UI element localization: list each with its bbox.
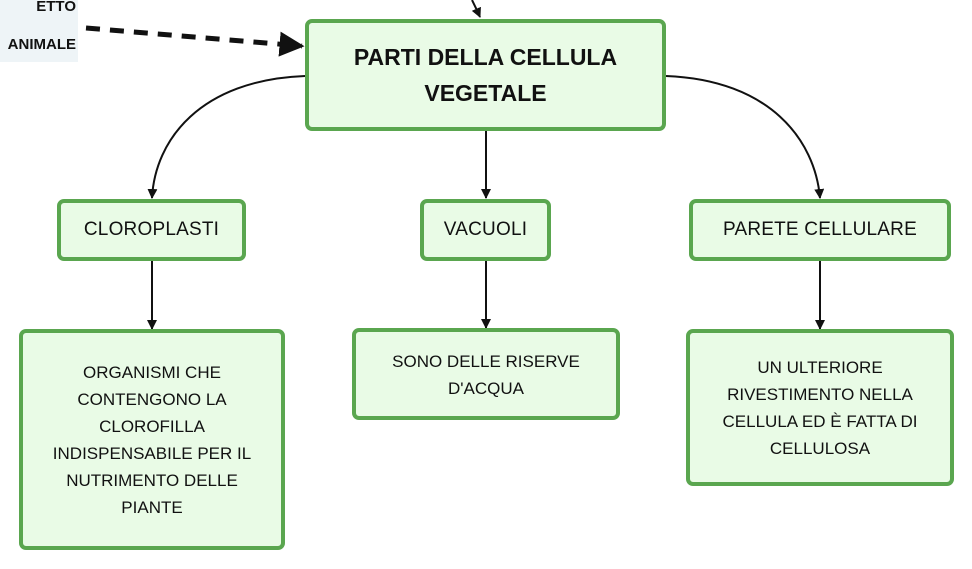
description-line: ORGANISMI CHE <box>83 362 221 382</box>
category-label: VACUOLI <box>443 219 528 240</box>
description-line: SONO DELLE RISERVE <box>392 352 580 371</box>
description-line: NUTRIMENTO DELLE <box>66 470 238 490</box>
description-line: CONTENGONO LA <box>77 389 227 409</box>
side-node-line2: ANIMALE <box>7 36 76 53</box>
description-line: CLOROFILLA <box>99 416 205 436</box>
side-node[interactable]: ETTO ANIMALE <box>0 0 78 62</box>
description-node-cloroplasti[interactable]: ORGANISMI CHE CONTENGONO LA CLOROFILLA I… <box>19 329 285 550</box>
description-line: RIVESTIMENTO NELLA <box>727 384 913 404</box>
description-line: CELLULOSA <box>769 438 871 458</box>
link-main-to-parete <box>665 75 825 199</box>
dashed-link-arrow <box>85 25 305 57</box>
description-node-vacuoli[interactable]: SONO DELLE RISERVE D'ACQUA <box>352 328 620 420</box>
category-label: CLOROPLASTI <box>83 219 220 240</box>
description-line: PIANTE <box>121 497 183 517</box>
category-node-cloroplasti[interactable]: CLOROPLASTI <box>57 199 246 261</box>
category-node-parete-cellulare[interactable]: PARETE CELLULARE <box>689 199 951 261</box>
link-main-to-cloroplasti <box>147 75 306 199</box>
main-node-line1: PARTI DELLA CELLULA <box>353 44 618 70</box>
side-node-line1: ETTO <box>36 0 76 15</box>
category-label: PARETE CELLULARE <box>723 219 917 240</box>
description-line: CELLULA ED È FATTA DI <box>722 411 918 431</box>
description-node-parete-cellulare[interactable]: UN ULTERIORE RIVESTIMENTO NELLA CELLULA … <box>686 329 954 486</box>
incoming-link-arrow <box>471 0 481 18</box>
category-node-vacuoli[interactable]: VACUOLI <box>420 199 551 261</box>
description-line: D'ACQUA <box>448 379 524 398</box>
main-node-line2: VEGETALE <box>424 80 547 106</box>
description-line: INDISPENSABILE PER IL <box>52 443 252 463</box>
description-line: UN ULTERIORE <box>757 357 883 377</box>
main-node[interactable]: PARTI DELLA CELLULA VEGETALE <box>305 19 666 131</box>
